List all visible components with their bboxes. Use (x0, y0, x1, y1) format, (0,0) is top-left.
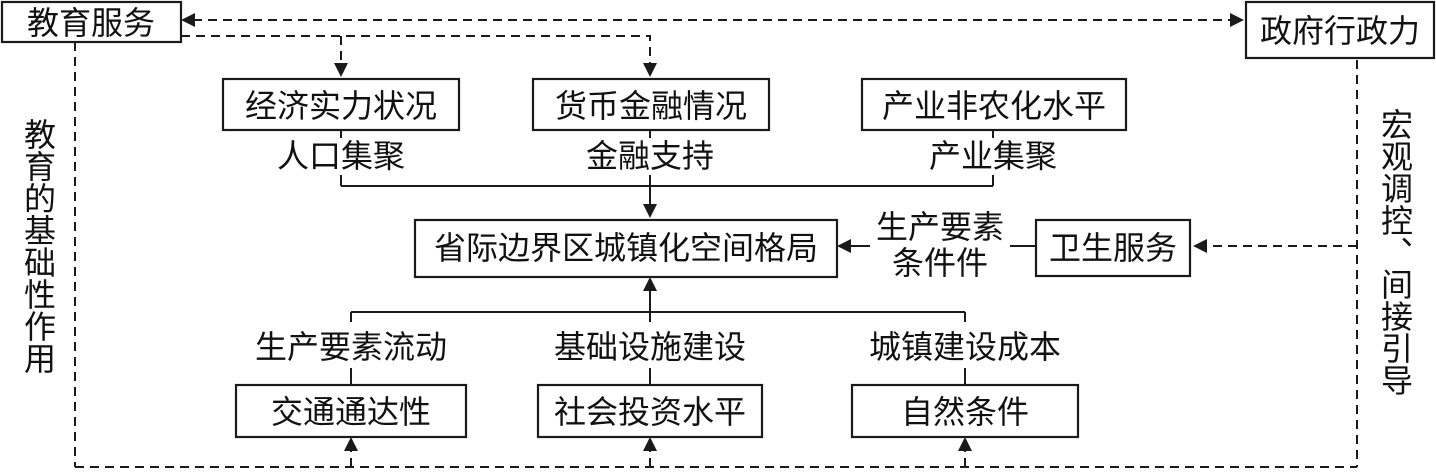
node-social-investment: 社会投资水平 (536, 383, 764, 439)
dashed-connectors (74, 13, 1358, 468)
node-government-power-label: 政府行政力 (1260, 12, 1420, 50)
node-urbanization-pattern-label: 省际边界区城镇化空间格局 (434, 229, 818, 267)
node-health-service: 卫生服务 (1034, 218, 1192, 278)
node-natural-conditions: 自然条件 (850, 383, 1080, 439)
node-health-service-label: 卫生服务 (1049, 229, 1177, 267)
node-natural-conditions-label: 自然条件 (901, 393, 1029, 431)
node-social-investment-label: 社会投资水平 (554, 393, 746, 431)
label-urban-construction-cost: 城镇建设成本 (869, 328, 1061, 366)
label-factor-conditions-line1: 生产要素 (876, 208, 1004, 246)
node-economic-strength: 经济实力状况 (221, 77, 461, 132)
node-monetary-finance: 货币金融情况 (531, 77, 771, 132)
node-government-power: 政府行政力 (1244, 0, 1436, 60)
label-financial-support: 金融支持 (586, 137, 714, 175)
node-urbanization-pattern: 省际边界区城镇化空间格局 (413, 218, 839, 279)
side-label-macro-regulation: 宏观调控、间接引导 (1376, 108, 1414, 396)
label-population-agglomeration: 人口集聚 (277, 137, 405, 175)
node-industry-nonagri: 产业非农化水平 (860, 77, 1128, 132)
node-education-service-label: 教育服务 (27, 4, 155, 42)
label-factor-flow: 生产要素流动 (255, 328, 447, 366)
node-education-service: 教育服务 (0, 0, 183, 44)
label-infrastructure-construction: 基础设施建设 (554, 328, 746, 366)
label-industrial-agglomeration: 产业集聚 (929, 137, 1057, 175)
solid-connectors (340, 130, 1036, 385)
node-transport-access: 交通通达性 (234, 383, 468, 439)
node-industry-nonagri-label: 产业非农化水平 (882, 87, 1106, 125)
side-label-education-role: 教育的基础性作用 (19, 118, 57, 374)
label-factor-conditions-line2: 条件件 (892, 244, 988, 282)
node-economic-strength-label: 经济实力状况 (245, 87, 437, 125)
node-monetary-finance-label: 货币金融情况 (555, 87, 747, 125)
node-transport-access-label: 交通通达性 (271, 393, 431, 431)
